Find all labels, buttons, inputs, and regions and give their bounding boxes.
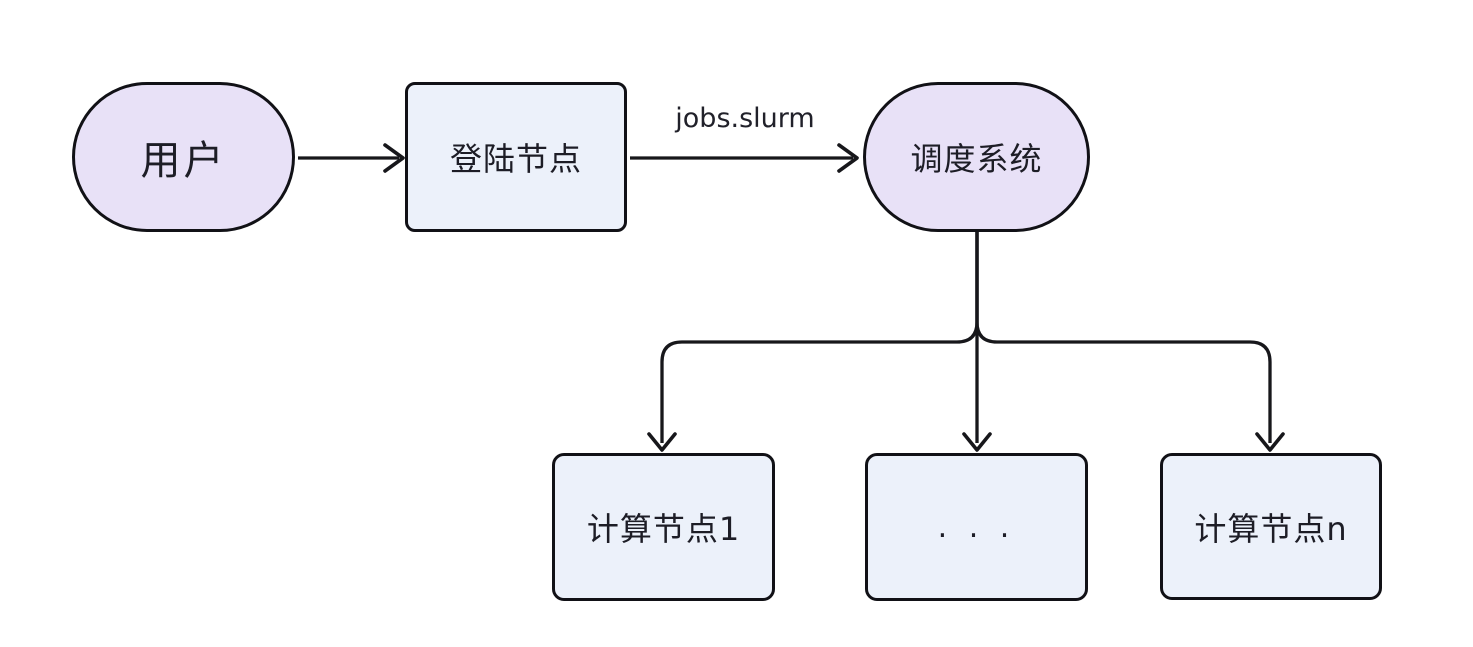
edge-scheduler-compute1-arrowhead-icon <box>647 432 677 452</box>
node-scheduler: 调度系统 <box>863 82 1090 232</box>
node-compute-1: 计算节点1 <box>552 453 775 601</box>
node-compute-n-label: 计算节点n <box>1194 509 1348 548</box>
node-login-node: 登陆节点 <box>405 82 627 232</box>
node-login-label: 登陆节点 <box>449 140 582 178</box>
edge-scheduler-ellipsis-arrowhead-icon <box>962 432 992 452</box>
edge-login-scheduler-arrowhead-icon <box>837 143 859 173</box>
edge-scheduler-computeN-line <box>975 232 1272 443</box>
edge-scheduler-compute1-line <box>660 232 979 443</box>
edge-user-login-arrowhead-icon <box>383 143 405 173</box>
node-compute-n: 计算节点n <box>1160 453 1382 600</box>
node-compute-ellipsis-label: . . . <box>937 509 1016 545</box>
edge-scheduler-computeN-arrowhead-icon <box>1255 432 1285 452</box>
edge-label-jobs-slurm: jobs.slurm <box>675 103 815 134</box>
node-scheduler-label: 调度系统 <box>910 140 1043 178</box>
node-compute-ellipsis: . . . <box>865 453 1088 601</box>
node-user-label: 用户 <box>140 138 227 184</box>
node-user: 用户 <box>72 82 295 232</box>
node-compute-1-label: 计算节点1 <box>586 510 741 548</box>
